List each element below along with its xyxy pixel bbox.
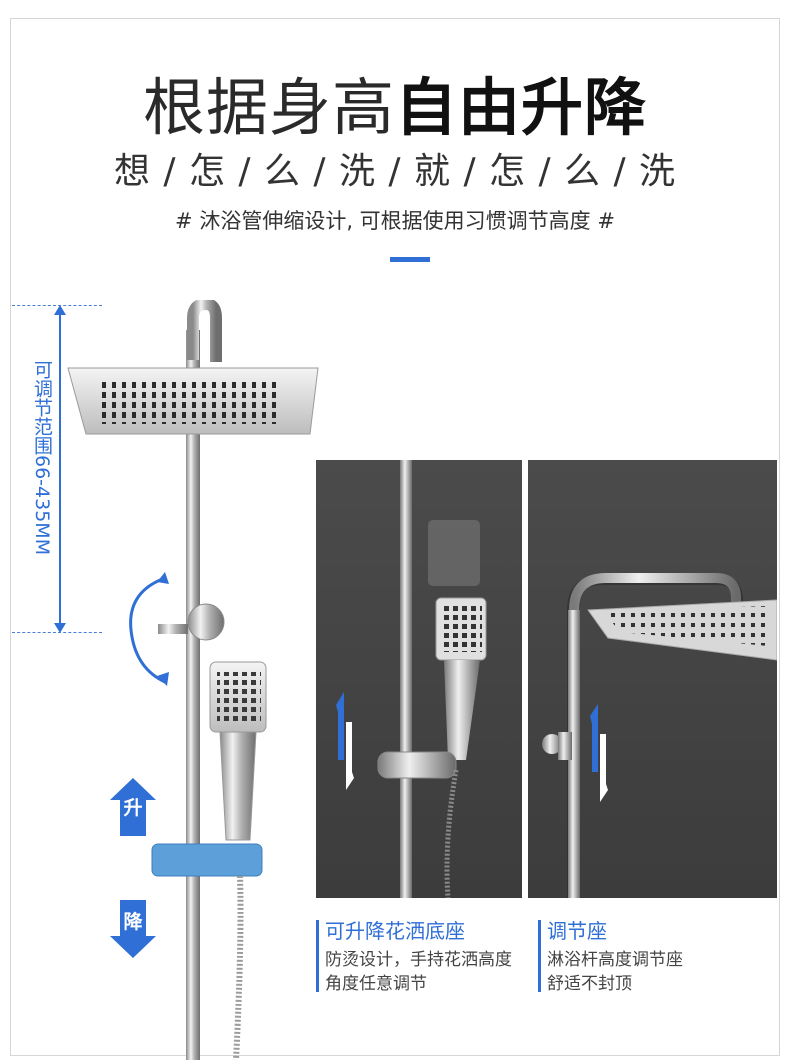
feature-2-accent xyxy=(538,920,541,992)
lift-base-photo xyxy=(316,460,522,898)
range-label: 可调节范围66-435MM xyxy=(31,360,53,556)
page-frame xyxy=(10,18,780,1056)
adjust-seat-illustration xyxy=(542,573,777,898)
down-arrow-icon xyxy=(110,900,156,958)
feature-1-accent xyxy=(316,920,319,992)
feature-2-line-1: 淋浴杆高度调节座 xyxy=(547,950,683,970)
rotate-arrow-icon xyxy=(129,572,169,686)
adjust-seat-photo xyxy=(528,460,777,898)
shower-set-illustration xyxy=(67,300,319,1060)
feature-2-line-2: 舒适不封顶 xyxy=(547,974,632,994)
up-badge: 升 xyxy=(110,778,156,836)
up-arrow-icon xyxy=(110,778,156,836)
headline: 根据身高自由升降 xyxy=(0,72,790,144)
feature-2-title: 调节座 xyxy=(547,919,607,943)
subheadline: 想 / 怎 / 么 / 洗 / 就 / 怎 / 么 / 洗 xyxy=(113,151,677,192)
down-badge: 降 xyxy=(110,900,156,958)
range-arrow-icon xyxy=(54,305,66,633)
headline-light: 根据身高 xyxy=(142,71,395,144)
range-top-line xyxy=(12,305,102,306)
feature-1-line-1: 防烫设计，手持花洒高度 xyxy=(325,950,512,970)
down-badge-label: 降 xyxy=(123,911,143,933)
lift-base-illustration xyxy=(336,460,487,898)
range-bottom-line xyxy=(12,632,102,633)
feature-1-line-2: 角度任意调节 xyxy=(325,974,427,994)
headline-bold: 自由升降 xyxy=(395,71,648,144)
accent-divider xyxy=(390,257,430,262)
tagline: # 沐浴管伸缩设计, 可根据使用习惯调节高度 # xyxy=(175,209,615,233)
up-badge-label: 升 xyxy=(123,797,143,819)
feature-1-title: 可升降花洒底座 xyxy=(325,919,465,943)
